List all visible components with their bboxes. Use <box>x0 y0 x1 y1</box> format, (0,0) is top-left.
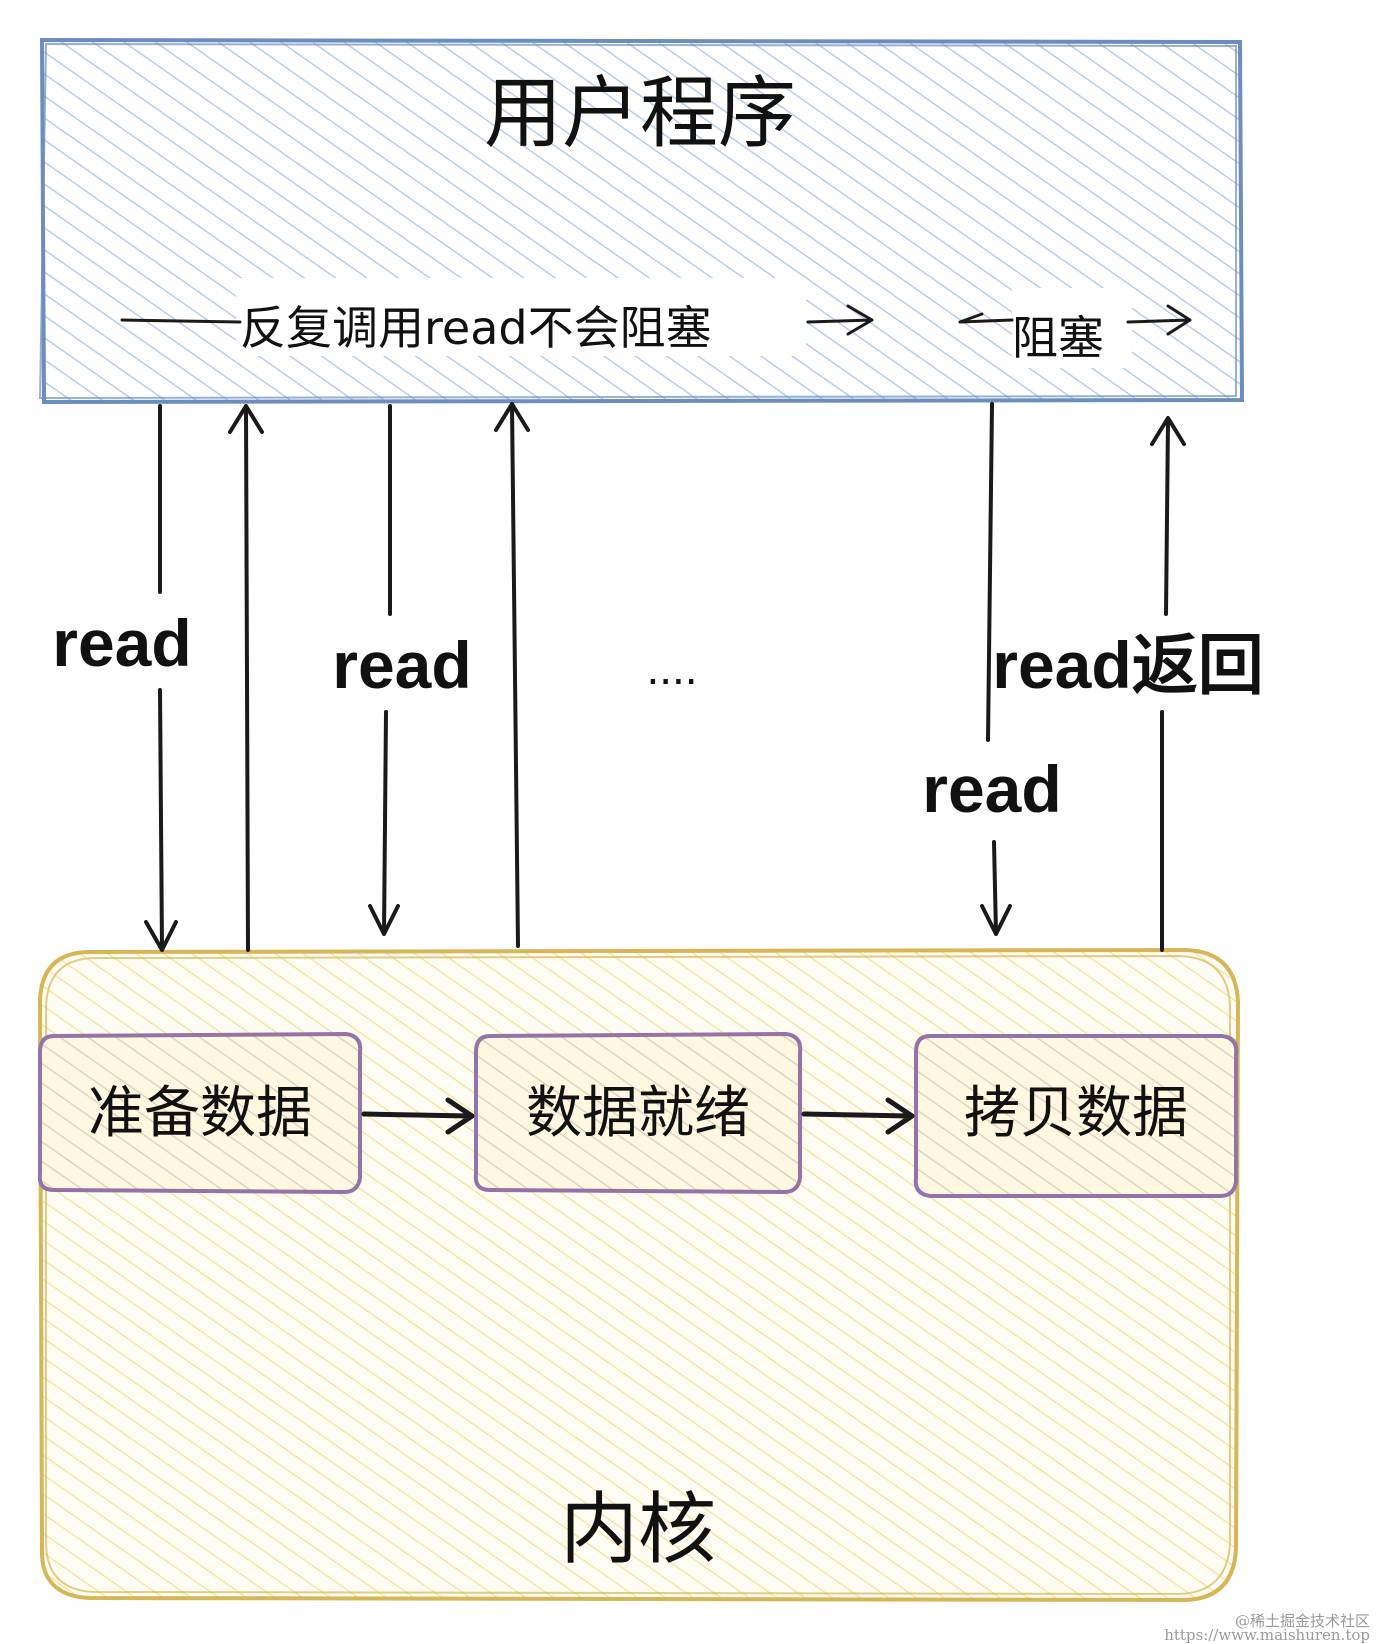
read-return-up-arrow <box>1150 416 1186 952</box>
read-2-label: read <box>332 628 471 702</box>
step-ready-label: 数据就绪 <box>526 1081 750 1146</box>
block-note-label: 阻塞 <box>1012 311 1104 365</box>
read-1-label: read <box>52 606 191 680</box>
step-box-prepare <box>37 1031 363 1195</box>
block-note-arrow-tail <box>958 312 1014 324</box>
user-program-title: 用户程序 <box>484 69 796 159</box>
repeat-note-arrow-tail <box>120 318 242 324</box>
arrow-ready-to-copy <box>801 1097 915 1135</box>
repeat-note-arrow-head <box>806 304 874 336</box>
read-return-label: read返回 <box>992 628 1263 702</box>
arrow-prepare-to-ready <box>361 1097 475 1135</box>
repeat-note-label: 反复调用read不会阻塞 <box>240 301 712 355</box>
watermark-line1: @稀土掘金技术社区 <box>1235 1612 1370 1630</box>
read-3-label: read <box>922 752 1061 826</box>
block-note-backdrop <box>1012 288 1132 368</box>
read-2-down-arrow <box>368 404 400 936</box>
step-box-copy <box>913 1034 1239 1198</box>
return-2-up-arrow <box>494 402 530 948</box>
block-note-arrow-head <box>1126 304 1192 336</box>
read-3-down-arrow <box>980 402 1012 936</box>
return-1-up-arrow <box>228 404 264 952</box>
repeat-note-backdrop <box>236 278 806 356</box>
step-prepare-label: 准备数据 <box>88 1081 312 1146</box>
read-1-down-arrow <box>144 404 178 952</box>
step-box-ready <box>473 1031 803 1195</box>
ellipsis-label: .... <box>646 642 697 694</box>
step-copy-label: 拷贝数据 <box>964 1081 1188 1146</box>
kernel-title: 内核 <box>560 1485 716 1575</box>
watermark-line2: https://www.maishuren.top <box>1164 1626 1370 1644</box>
